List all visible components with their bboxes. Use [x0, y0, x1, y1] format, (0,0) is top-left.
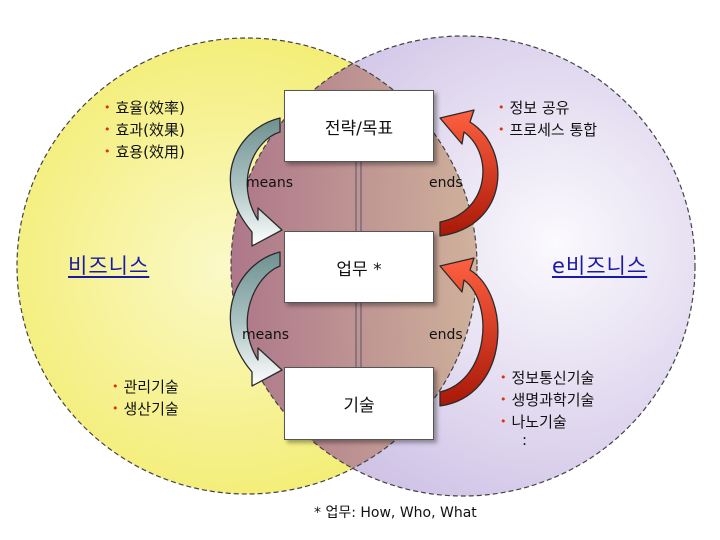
bullet-icon: • [112, 380, 119, 393]
business-circle-outline [16, 37, 478, 495]
box-connectors [355, 160, 362, 368]
ends-arrow-upper [439, 109, 499, 237]
list-item: •효과(效果) [104, 121, 185, 139]
e-business-value-list: •정보 공유 •프로세스 통합 [498, 97, 597, 141]
bullet-icon: • [112, 402, 119, 415]
bullet-icon: • [104, 145, 111, 158]
business-title: 비즈니스 [68, 254, 150, 278]
work-box: 업무 * [284, 231, 434, 303]
ends-label-lower: ends [429, 327, 463, 343]
list-item: •효율(效率) [104, 99, 185, 117]
business-value-list: •효율(效率) •효과(效果) •효용(效用) [104, 97, 185, 163]
bullet-icon: • [498, 123, 505, 136]
list-item: •관리기술 [112, 378, 179, 396]
strategy-goal-label: 전략/목표 [324, 118, 394, 139]
technology-box: 기술 [284, 367, 434, 440]
means-arrow-lower [229, 251, 283, 387]
bullet-icon: • [104, 123, 111, 136]
list-item: •정보 공유 [498, 99, 570, 117]
list-item: •정보통신기술 [500, 369, 595, 387]
list-item: •효용(效用) [104, 143, 185, 161]
e-business-technology-list: •정보통신기술 •생명과학기술 •나노기술 : [500, 367, 595, 449]
e-business-title: e비즈니스 [552, 254, 648, 278]
bullet-icon: • [498, 101, 505, 114]
bullet-icon: • [500, 371, 507, 384]
ends-arrow-lower [439, 257, 499, 407]
ends-label-upper: ends [429, 175, 463, 191]
means-arrow-upper [229, 117, 283, 247]
list-item: : [522, 431, 528, 449]
means-label-upper: means [246, 175, 293, 191]
work-label: 업무 * [336, 259, 382, 280]
list-item: •생산기술 [112, 400, 179, 418]
strategy-goal-box: 전략/목표 [284, 90, 434, 162]
means-label-lower: means [242, 327, 289, 343]
bullet-icon: • [500, 393, 507, 406]
list-item: •프로세스 통합 [498, 121, 598, 139]
bullet-icon: • [104, 101, 111, 114]
list-item: •나노기술 [500, 413, 567, 431]
business-technology-list: •관리기술 •생산기술 [112, 376, 179, 420]
e-business-circle-outline [230, 35, 696, 497]
bullet-icon: • [500, 415, 507, 428]
footnote: * 업무: How, Who, What [314, 505, 477, 521]
list-item: •생명과학기술 [500, 391, 595, 409]
technology-label: 기술 [343, 396, 375, 416]
